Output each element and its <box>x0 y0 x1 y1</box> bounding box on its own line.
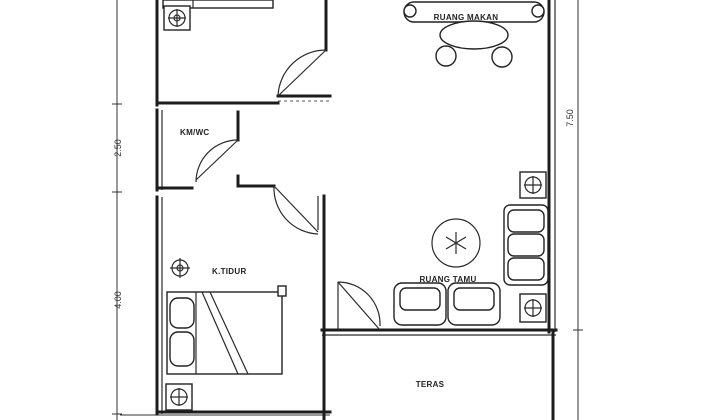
dining-table: RUANG MAKAN <box>403 1 545 50</box>
bedroom-lamp-icon <box>170 258 190 278</box>
room-label-ruang-tamu: RUANG TAMU <box>419 275 476 284</box>
dimension-label-lower: 4.00 <box>113 291 123 309</box>
room-label-km-wc: KM/WC <box>180 128 210 137</box>
corner-table-lamp-icon <box>519 293 547 323</box>
dimension-left: 2.50 4.00 <box>112 0 123 420</box>
room-label-teras: TERAS <box>416 380 445 389</box>
room-label-kamar-tidur: K.TIDUR <box>212 267 247 276</box>
dining-chairs <box>403 4 545 68</box>
dimension-label-upper: 2.50 <box>113 139 123 157</box>
ceiling-fan-icon <box>431 218 481 268</box>
sofa-front <box>393 282 501 326</box>
dimension-label-right: 7.50 <box>565 109 575 127</box>
dimension-right: 7.50 <box>565 0 583 420</box>
bedroom-nightstand-icon <box>165 383 193 411</box>
bed <box>166 285 287 375</box>
top-bed <box>162 0 274 9</box>
nightstand-lamp-icon <box>163 5 191 31</box>
sofa-right <box>503 204 549 286</box>
doors <box>195 49 381 331</box>
room-label-ruang-makan: RUANG MAKAN <box>434 13 499 22</box>
walls <box>155 0 558 420</box>
side-table-lamp-icon <box>519 171 547 199</box>
